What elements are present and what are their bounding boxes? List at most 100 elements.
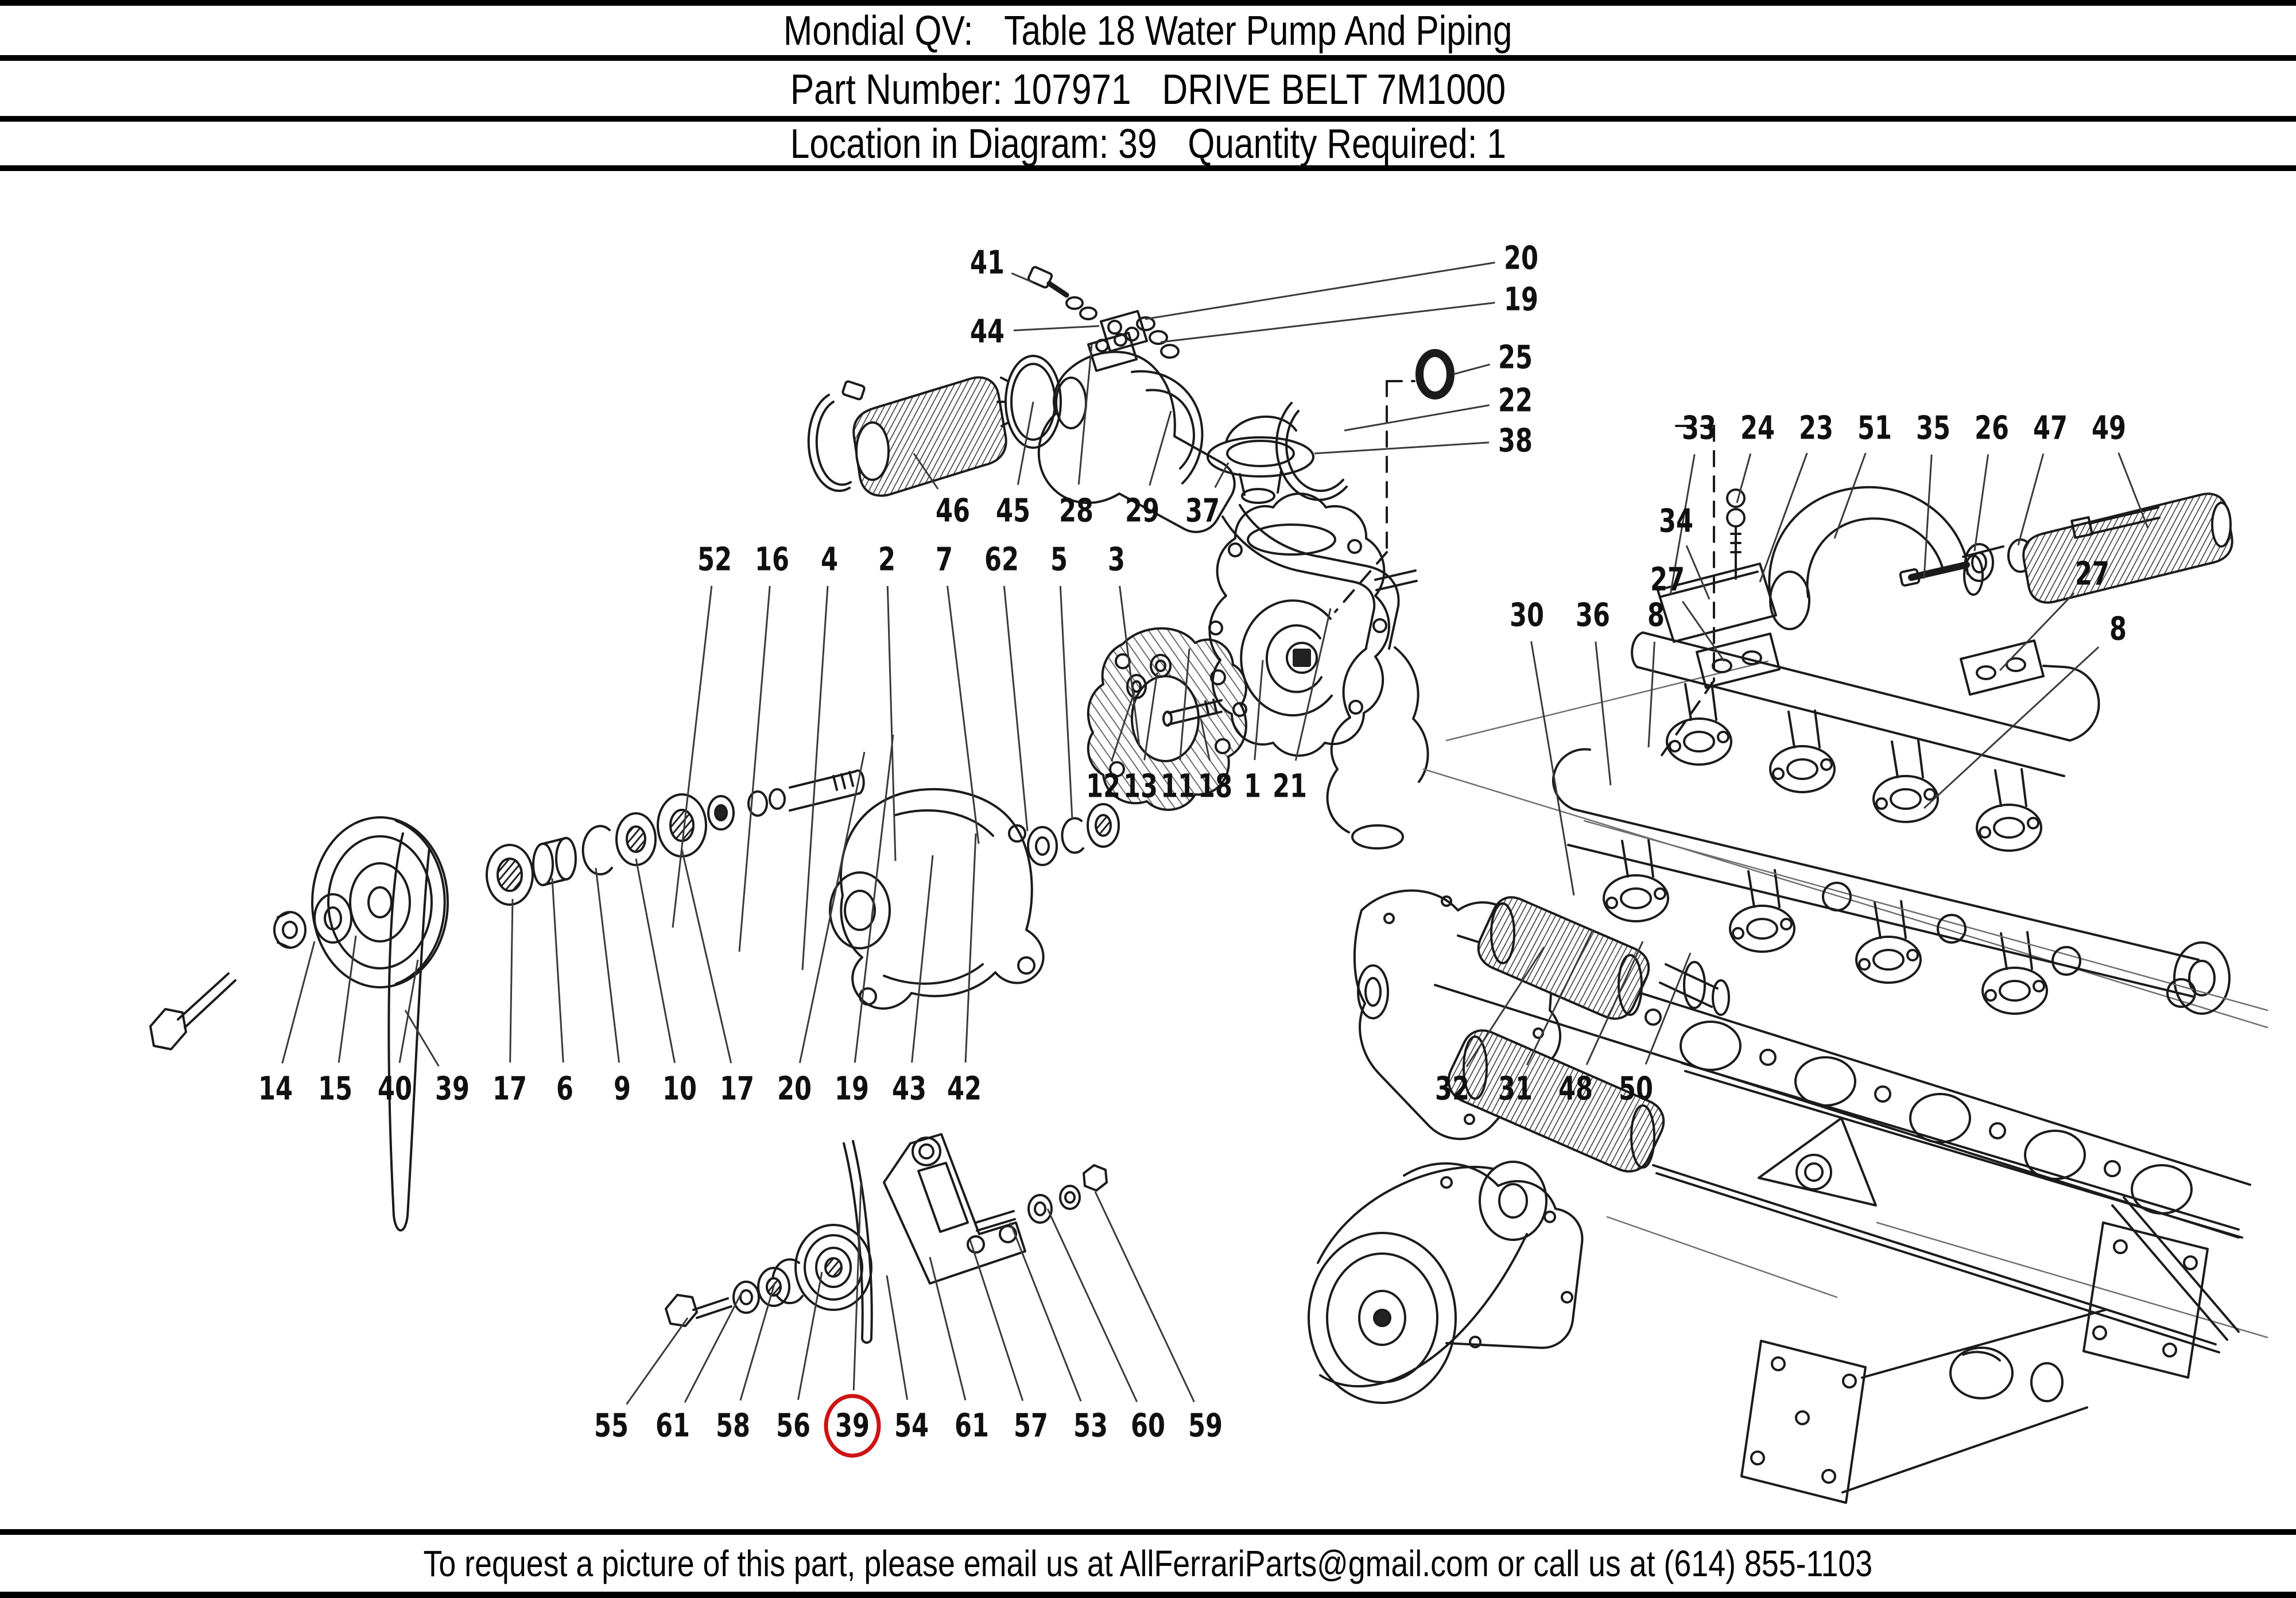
footer-contact-text: To request a picture of this part, pleas… [423, 1543, 1873, 1584]
callout-14: 14 [258, 1070, 293, 1108]
callout-55: 55 [594, 1407, 629, 1445]
leader-line-38 [1314, 441, 1490, 455]
leader-line-39 [852, 1182, 862, 1391]
leader-line-28 [1077, 344, 1093, 485]
callout-41: 41 [970, 245, 1004, 282]
callout-27: 27 [2075, 556, 2109, 593]
footer-contact-line: To request a picture of this part, pleas… [0, 1536, 2296, 1591]
callout-26: 26 [1975, 410, 2009, 447]
leader-line-52 [672, 585, 713, 928]
top-border-rule [0, 0, 2296, 6]
leader-line-11 [1179, 648, 1190, 761]
callout-48: 48 [1558, 1070, 1593, 1108]
leader-line-51 [1833, 452, 1867, 539]
leader-line-60 [1046, 1208, 1138, 1402]
callout-28: 28 [1059, 492, 1093, 530]
callout-20: 20 [1504, 240, 1538, 277]
leader-line-41 [1011, 272, 1034, 284]
callout-17: 17 [720, 1070, 754, 1108]
leader-line-37 [1214, 462, 1230, 488]
callout-16: 16 [755, 541, 789, 579]
header-rule-1 [0, 55, 2296, 61]
callout-29: 29 [1125, 492, 1159, 530]
callout-43: 43 [892, 1070, 926, 1108]
callout-30: 30 [1510, 597, 1544, 634]
part-number-label: Part Number: [790, 65, 1003, 113]
callout-50: 50 [1619, 1070, 1653, 1108]
bottom-border-rule [0, 1592, 2296, 1598]
callout-46: 46 [936, 492, 970, 530]
callout-42: 42 [947, 1070, 982, 1108]
leader-line-31 [1526, 929, 1594, 1066]
callout-25: 25 [1498, 339, 1533, 377]
leader-line-4 [801, 585, 829, 971]
callout-45: 45 [996, 492, 1030, 530]
leader-line-7 [947, 585, 980, 844]
footer-rule-top [0, 1529, 2296, 1535]
callout-1: 1 [1244, 768, 1261, 805]
location-quantity-line: Location in Diagram: 39 Quantity Require… [0, 121, 2296, 167]
callout-6: 6 [556, 1070, 573, 1108]
page-title-line: Mondial QV: Table 18 Water Pump And Pipi… [0, 7, 2296, 55]
callout-23: 23 [1799, 410, 1833, 447]
callout-19: 19 [1504, 281, 1538, 319]
leader-line-6 [551, 878, 564, 1063]
leader-line-48 [1585, 941, 1644, 1065]
leader-line-27 [1999, 592, 2075, 672]
leader-line-15 [338, 935, 357, 1063]
callout-34: 34 [1659, 503, 1693, 540]
callout-39: 39 [435, 1070, 470, 1108]
model-name: Mondial QV: [784, 8, 974, 54]
leader-line-25 [1453, 363, 1490, 375]
callout-12: 12 [1086, 768, 1120, 805]
leader-line-35 [1923, 454, 1933, 579]
leader-line-45 [1017, 401, 1034, 486]
callout-27: 27 [1650, 561, 1685, 599]
leader-line-33 [1669, 454, 1696, 595]
callout-56: 56 [776, 1407, 810, 1445]
leader-line-56 [797, 1271, 823, 1401]
header-rule-2 [0, 116, 2296, 122]
leader-line-32 [1465, 947, 1545, 1068]
callout-22: 22 [1498, 382, 1533, 420]
leader-line-62 [1003, 585, 1029, 832]
highlight-circle [824, 1394, 881, 1458]
callout-62: 62 [984, 541, 1019, 579]
leader-line-53 [1009, 1222, 1082, 1402]
leader-line-58 [739, 1282, 776, 1401]
callout-17: 17 [492, 1070, 527, 1108]
leader-line-49 [2117, 452, 2149, 529]
leader-line-43 [911, 855, 934, 1063]
leader-line-46 [913, 453, 939, 490]
leader-line-16 [738, 585, 771, 952]
leader-line-57 [969, 1239, 1024, 1401]
quantity-value: 1 [1486, 121, 1506, 167]
callout-10: 10 [662, 1070, 697, 1108]
header-rule-3 [0, 165, 2296, 171]
callout-2: 2 [878, 541, 895, 579]
location-value: 39 [1118, 121, 1157, 167]
pump-housing-group [829, 492, 1418, 1010]
leader-line-47 [2017, 453, 2045, 546]
leader-line-8 [1647, 641, 1655, 748]
leader-line-23 [1759, 452, 1808, 583]
leader-line-9 [595, 867, 620, 1063]
part-number-value: 107971 [1012, 65, 1131, 113]
leader-line-13 [1143, 672, 1158, 761]
callout-4: 4 [821, 541, 838, 579]
callout-24: 24 [1740, 410, 1775, 447]
engine-block [1308, 486, 2268, 1504]
callout-21: 21 [1273, 768, 1307, 805]
leader-line-44 [1013, 325, 1100, 332]
callout-52: 52 [697, 541, 732, 579]
callout-59: 59 [1188, 1407, 1223, 1445]
callout-32: 32 [1435, 1070, 1469, 1108]
leader-line-18 [1200, 718, 1211, 761]
callout-3: 3 [1108, 541, 1125, 579]
callout-19: 19 [835, 1070, 869, 1108]
callout-7: 7 [936, 541, 953, 579]
quantity-label: Quantity Required: [1187, 121, 1477, 167]
